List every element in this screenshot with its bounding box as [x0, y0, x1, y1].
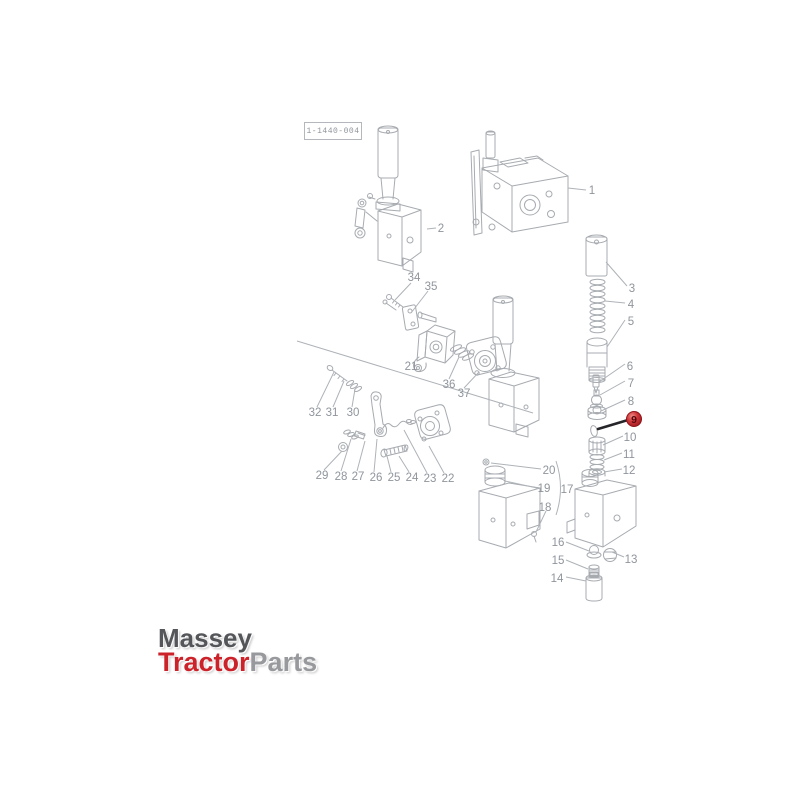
callout-number: 36 [443, 379, 456, 391]
callout-28: 28 [335, 471, 348, 483]
callout-5: 5 [628, 316, 634, 328]
callout-number: 31 [326, 407, 339, 419]
callout-13: 13 [625, 554, 638, 566]
callout-number: 6 [627, 361, 633, 373]
callout-number: 34 [408, 272, 421, 284]
callout-30: 30 [347, 407, 360, 419]
callout-24: 24 [406, 472, 419, 484]
callout-20: 20 [543, 465, 556, 477]
callout-35: 35 [425, 281, 438, 293]
callout-27: 27 [352, 471, 365, 483]
callout-1: 1 [589, 185, 595, 197]
callout-17: 17 [561, 484, 574, 496]
callout-number: 24 [406, 472, 419, 484]
drawing-number: 1-1440-004 [306, 126, 360, 136]
parts-column [585, 234, 608, 477]
leader-lines [296, 187, 628, 582]
callout-number: 16 [552, 537, 565, 549]
callout-10: 10 [624, 432, 637, 444]
callout-15: 15 [552, 555, 565, 567]
callout-number: 25 [388, 472, 401, 484]
callout-14: 14 [551, 573, 564, 585]
callout-number: 10 [624, 432, 637, 444]
callout-number: 3 [629, 283, 635, 295]
callout-2: 2 [438, 223, 444, 235]
callout-9: 9 [626, 411, 642, 427]
callout-11: 11 [623, 449, 635, 461]
callout-36: 36 [443, 379, 456, 391]
callout-number: 30 [347, 407, 360, 419]
callout-number: 18 [539, 502, 552, 514]
callout-16: 16 [552, 537, 565, 549]
highlight-leader-line [596, 418, 630, 431]
callout-number: 32 [309, 407, 322, 419]
callout-3: 3 [629, 283, 635, 295]
callout-18: 18 [539, 502, 552, 514]
highlight-badge [626, 411, 642, 427]
callout-number: 13 [625, 554, 638, 566]
callout-number: 27 [352, 471, 365, 483]
callout-6: 6 [627, 361, 633, 373]
callout-number: 17 [561, 484, 574, 496]
callout-12: 12 [623, 465, 636, 477]
callout-number: 12 [623, 465, 636, 477]
callout-number: 11 [623, 449, 635, 461]
callout-23: 23 [424, 473, 437, 485]
callout-number: 5 [628, 316, 634, 328]
group-bracket-17 [555, 460, 561, 516]
callout-29: 29 [316, 470, 329, 482]
callout-25: 25 [388, 472, 401, 484]
valve-assembly-1 [470, 130, 569, 236]
brand-logo: Massey TractorParts [158, 623, 318, 677]
callout-19: 19 [538, 483, 551, 495]
callout-37: 37 [458, 388, 471, 400]
callout-number: 4 [628, 299, 635, 311]
callout-number: 15 [552, 555, 565, 567]
callout-number: 21 [405, 361, 418, 373]
callout-number: 19 [538, 483, 551, 495]
valve-assembly-2 [354, 125, 422, 273]
callout-21: 21 [405, 361, 418, 373]
brand-word-tractor: Tractor [158, 646, 250, 677]
callout-number: 7 [628, 378, 634, 390]
callout-31: 31 [326, 407, 339, 419]
valve-assembly-4 [478, 458, 541, 549]
callout-number: 37 [458, 388, 471, 400]
callout-32: 32 [309, 407, 322, 419]
brand-line2: TractorParts [158, 646, 318, 677]
callout-number: 2 [438, 223, 444, 235]
callout-4: 4 [628, 299, 635, 311]
callout-number: 28 [335, 471, 348, 483]
callout-number: 8 [628, 396, 634, 408]
drawing-number-box: 1-1440-004 [304, 122, 362, 140]
brand-word-massey: Massey [158, 623, 252, 653]
callout-number: 20 [543, 465, 556, 477]
callout-34: 34 [408, 272, 421, 284]
callout-number: 26 [370, 472, 383, 484]
callout-layer: 1234567891011121314151617181920212223242… [309, 185, 642, 585]
callout-number: 23 [424, 473, 437, 485]
callout-number: 22 [442, 473, 455, 485]
callout-number: 29 [316, 470, 329, 482]
callout-number: 9 [631, 414, 637, 426]
callout-number: 35 [425, 281, 438, 293]
linkage-cluster [326, 294, 507, 458]
callout-number: 1 [589, 185, 595, 197]
callout-7: 7 [628, 378, 634, 390]
callout-number: 14 [551, 573, 564, 585]
callout-8: 8 [628, 396, 634, 408]
brand-word-parts: Parts [249, 646, 318, 677]
callout-22: 22 [442, 473, 455, 485]
callout-26: 26 [370, 472, 383, 484]
valve-assembly-5 [566, 469, 637, 602]
